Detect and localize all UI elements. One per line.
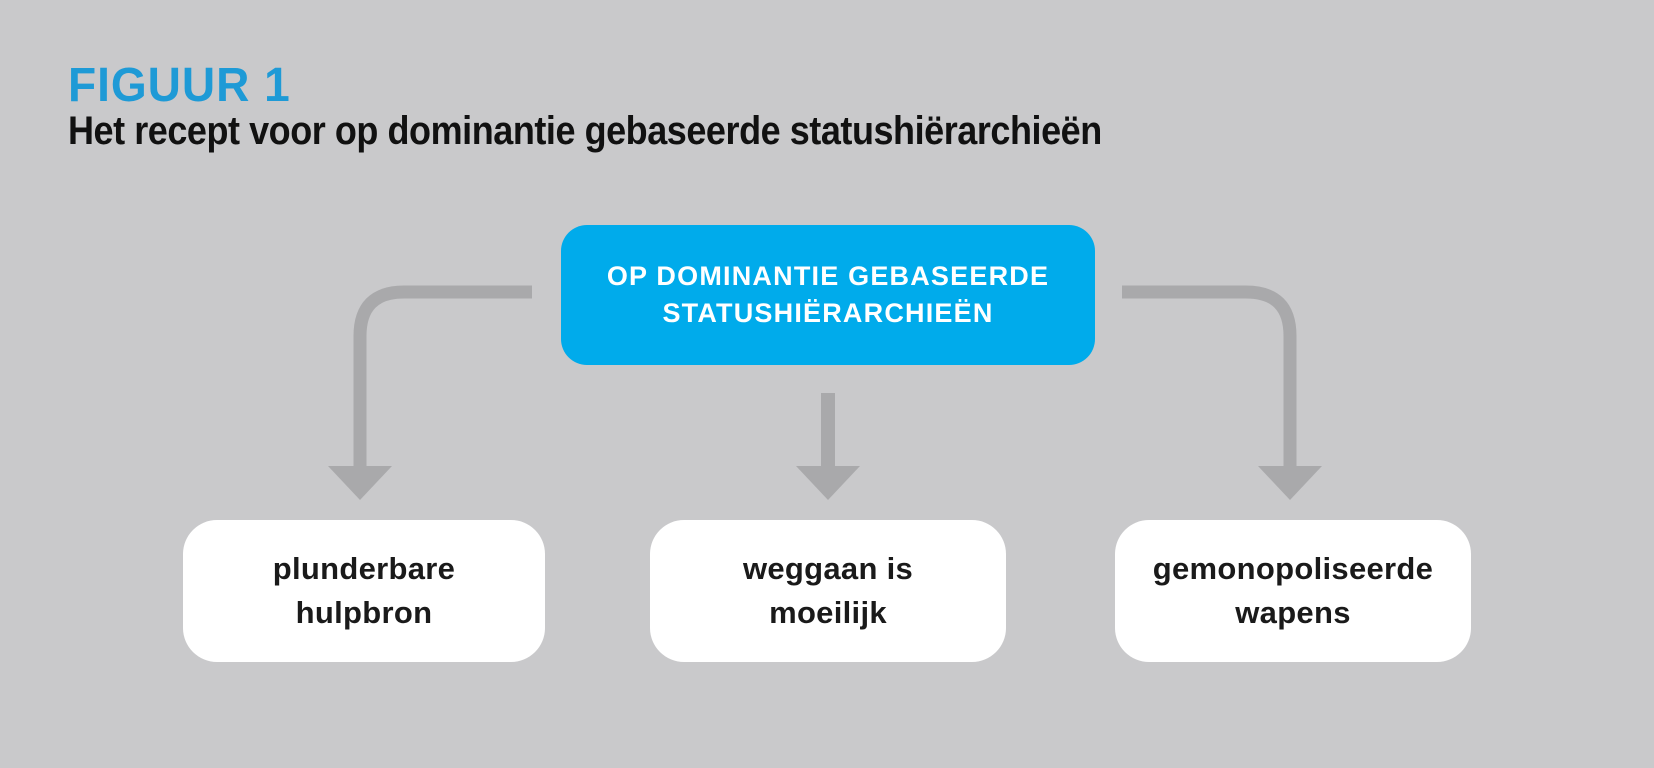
node-child-gemonopoliseerde-wapens: gemonopoliseerde wapens	[1115, 520, 1471, 662]
node-root-line-1: OP DOMINANTIE GEBASEERDE	[606, 261, 1050, 291]
arrow-head-down-icon	[796, 466, 860, 500]
node-child-line: plunderbare	[272, 551, 456, 586]
node-root-dominance-hierarchy: OP DOMINANTIE GEBASEERDE STATUSHIËRARCHI…	[561, 225, 1095, 365]
arrow-head-left-icon	[328, 466, 392, 500]
node-child-line: weggaan is	[742, 551, 914, 586]
node-child-plunderbare-hulpbron: plunderbare hulpbron	[183, 520, 545, 662]
connector-arrow-down	[796, 393, 860, 500]
node-child-line: hulpbron	[295, 595, 433, 630]
figure-label: FIGUUR 1	[68, 59, 291, 112]
connector-arrow-left	[328, 285, 532, 500]
node-child-line: moeilijk	[769, 595, 887, 630]
connector-arrow-right	[1122, 285, 1322, 500]
arrow-head-right-icon	[1258, 466, 1322, 500]
node-child-line: gemonopoliseerde	[1152, 551, 1434, 586]
node-root-line-2: STATUSHIËRARCHIEËN	[662, 298, 994, 328]
node-child-weggaan-is-moeilijk: weggaan is moeilijk	[650, 520, 1006, 662]
figure-title: Het recept voor op dominantie gebaseerde…	[68, 109, 1102, 153]
node-child-line: wapens	[1235, 595, 1351, 630]
